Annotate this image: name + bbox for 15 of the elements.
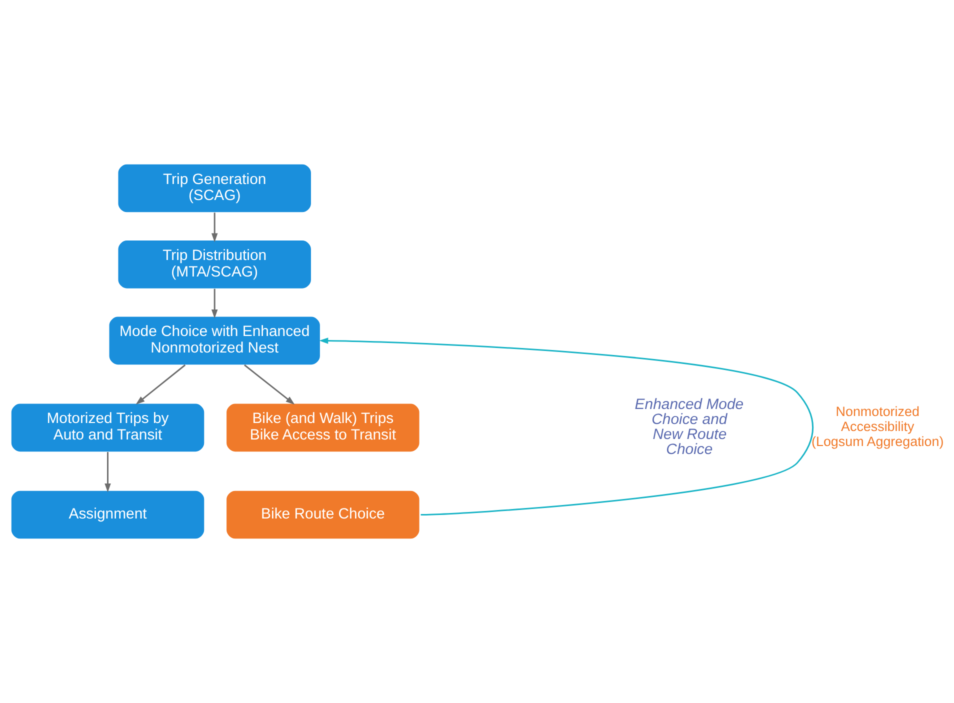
node-box: Motorized Trips by Auto and Transit bbox=[10, 403, 205, 452]
node-box: Trip Distribution (MTA/SCAG) bbox=[117, 240, 312, 290]
arrow bbox=[211, 288, 218, 318]
arrow bbox=[319, 338, 814, 516]
node-box: Assignment bbox=[10, 490, 205, 540]
arrow bbox=[136, 364, 186, 405]
arrow bbox=[211, 212, 218, 242]
label: Enhanced Mode Choice and New Route Choice bbox=[634, 396, 744, 458]
node-box: Trip Generation (SCAG) bbox=[117, 164, 312, 213]
edge-label: Nonmotorized Accessibility (Logsum Aggregation) bbox=[812, 404, 944, 449]
node-box: Mode Choice with Enhanced Nonmotorized Nest bbox=[108, 316, 321, 366]
arrow bbox=[104, 452, 111, 492]
node-box: Bike Route Choice bbox=[226, 490, 420, 540]
arrow bbox=[244, 364, 295, 405]
node-box: Bike (and Walk) Trips Bike Access to Transit bbox=[226, 403, 420, 452]
